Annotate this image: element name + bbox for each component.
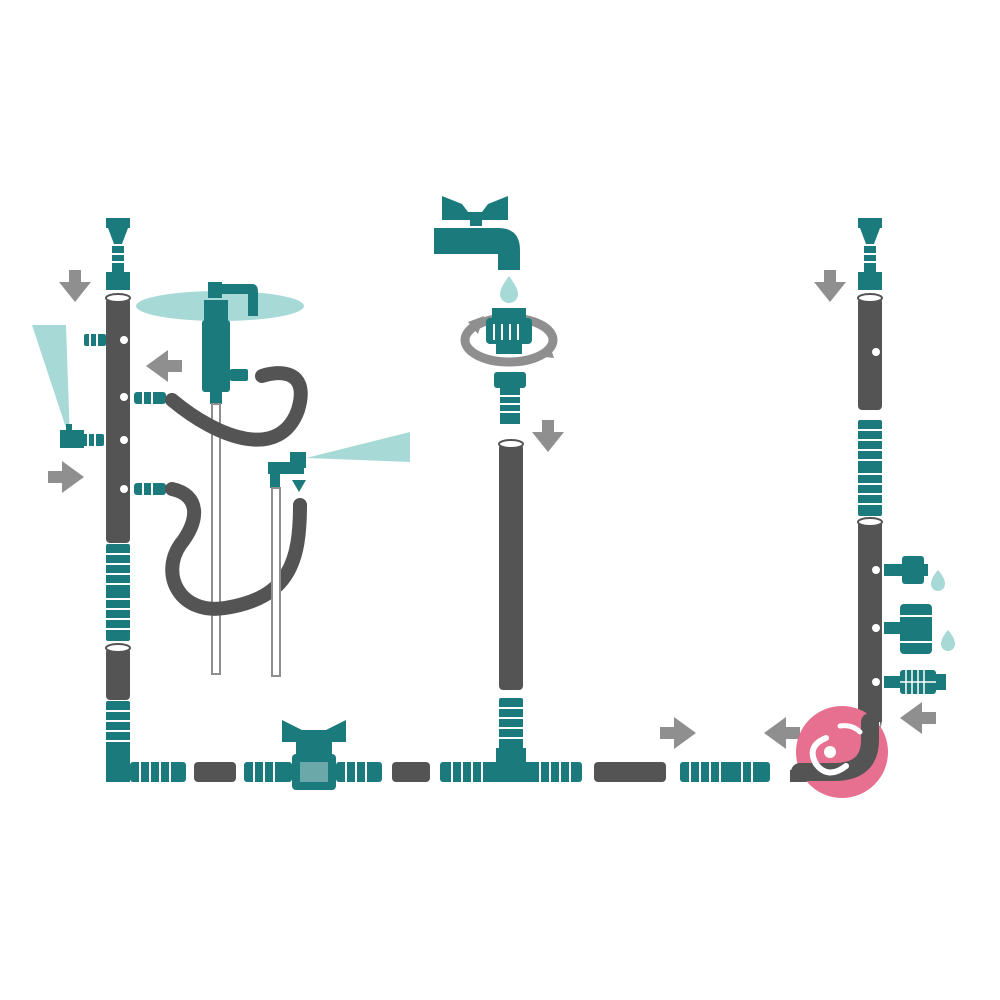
direction-arrow-icon: [900, 702, 936, 734]
water-drop-icon: [931, 570, 945, 591]
barb-connector: [134, 392, 166, 404]
hose-connector-icon: [494, 372, 526, 424]
spray-pattern: [306, 432, 410, 462]
pipe-segment: [194, 762, 236, 782]
left-pipe-lower: [105, 643, 131, 700]
bottom-connector-run: [680, 762, 770, 782]
direction-arrow-icon: [532, 420, 564, 452]
spray-pattern: [32, 325, 70, 440]
dripper-icon: [884, 604, 932, 654]
stake-sprinkler-icon: [202, 282, 258, 675]
flexible-hose: [165, 366, 308, 447]
straight-connector: [498, 697, 524, 751]
pipe-segment: [594, 762, 666, 782]
tee-connector-icon: [440, 748, 582, 782]
straight-connector: [105, 700, 131, 754]
bottom-connector-run: [130, 762, 186, 782]
direction-arrow-icon: [146, 350, 182, 382]
left-pipe-upper: [105, 293, 131, 543]
straight-connector: [105, 588, 131, 642]
bottom-connector-run: [244, 762, 292, 782]
straight-connector: [857, 463, 883, 517]
direction-arrow-icon: [764, 717, 800, 749]
barb-connector: [230, 369, 248, 381]
left-side-plug-icon: [83, 333, 107, 347]
valve-icon: [282, 720, 346, 790]
pipe-segment: [392, 762, 430, 782]
direction-arrow-icon: [48, 461, 84, 493]
water-drop-icon: [941, 630, 955, 651]
straight-connector: [105, 543, 131, 597]
tap-connector-icon: [486, 308, 532, 354]
filter-icon: [884, 670, 946, 694]
left-end-plug-icon: [106, 218, 130, 290]
elbow-connector-icon: [106, 750, 130, 782]
barb-connector: [134, 483, 166, 495]
elbow-connector-icon: [791, 706, 888, 798]
right-end-plug-icon: [858, 218, 882, 290]
bottom-connector-run: [336, 762, 382, 782]
direction-arrow-icon: [59, 270, 91, 302]
middle-pipe: [498, 439, 524, 690]
dripper-icon: [884, 556, 928, 584]
stake-sprinkler-icon: [268, 452, 306, 677]
direction-arrow-icon: [814, 270, 846, 302]
water-drop-icon: [500, 276, 518, 303]
side-sprinkler-icon: [60, 424, 84, 448]
direction-arrow-icon: [660, 717, 696, 749]
flexible-hose: [165, 482, 307, 616]
right-pipe-upper: [857, 293, 883, 410]
faucet-icon: [434, 196, 520, 270]
left-side-plug-icon: [81, 433, 105, 447]
